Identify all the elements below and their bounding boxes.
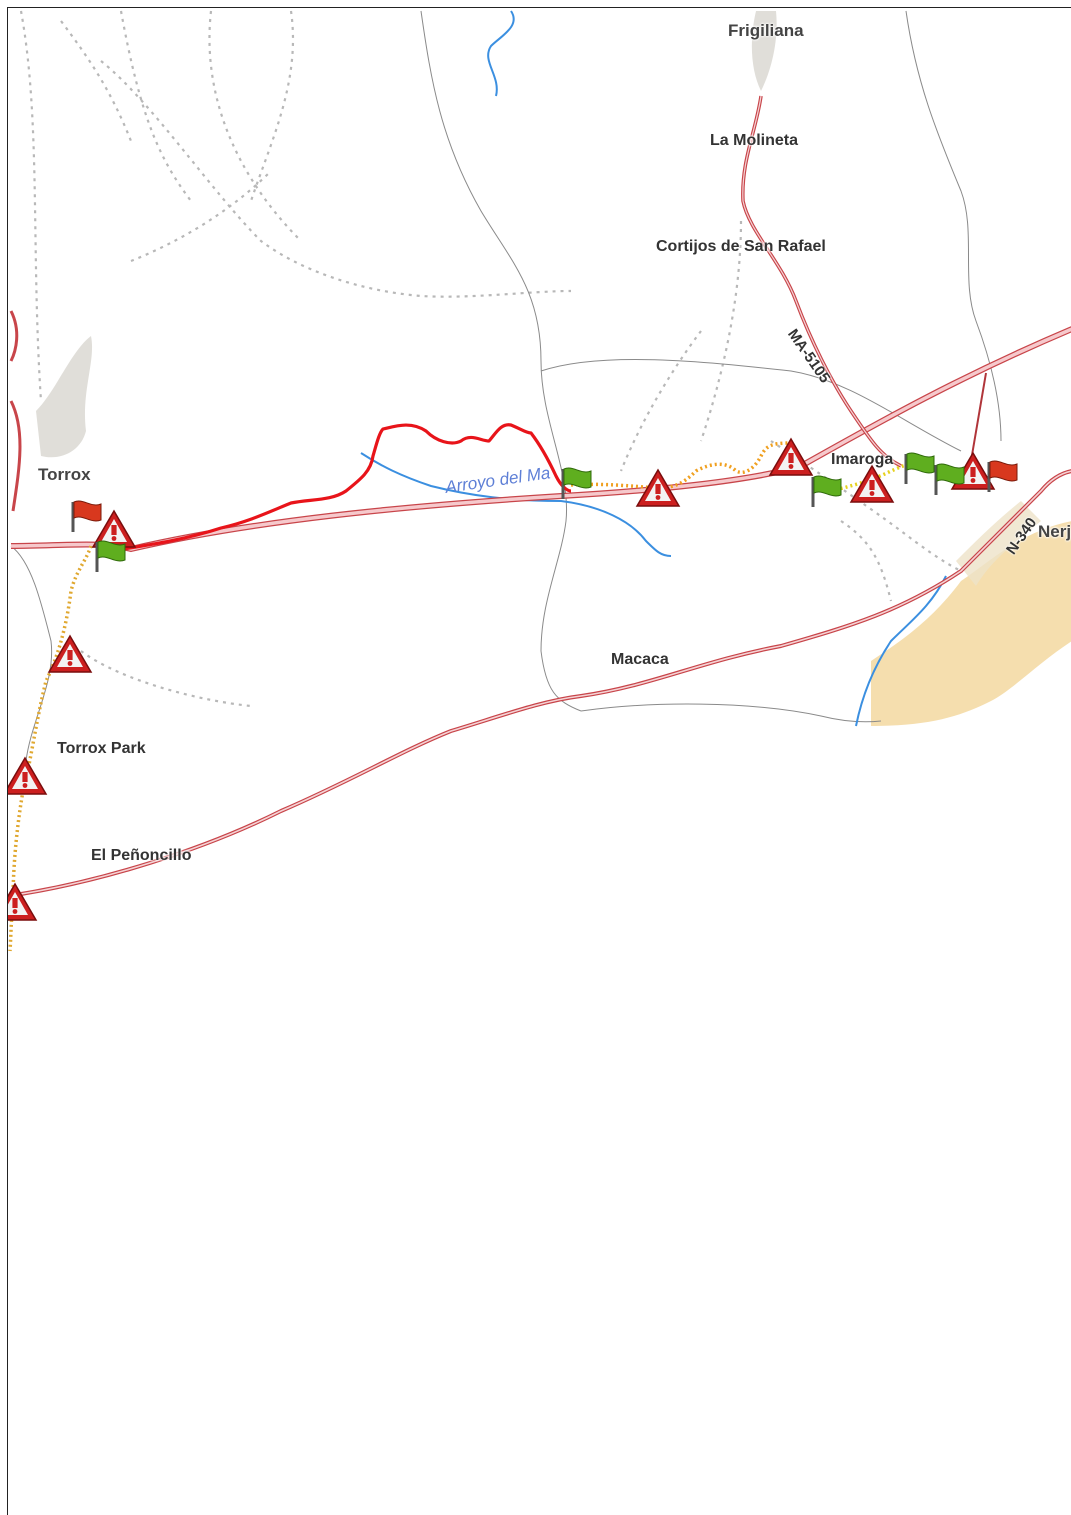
place-label-torrox-park[interactable]: Torrox Park [57, 740, 146, 757]
map-canvas[interactable] [8, 8, 1071, 1515]
boundaries [10, 10, 1002, 762]
route-orange-segment[interactable] [570, 441, 792, 490]
nerja-urban-area-2 [956, 501, 1041, 586]
torrox-urban-area [36, 336, 93, 458]
place-label-imaroga[interactable]: Imaroga [831, 451, 894, 468]
route-red-segment[interactable] [110, 423, 572, 553]
map-frame: Frigiliana La Molineta Cortijos de San R… [7, 7, 1071, 1515]
warning-triangle-icon[interactable] [8, 883, 37, 921]
nerja-urban-area [871, 521, 1071, 726]
green-flag-icon[interactable] [95, 540, 126, 573]
place-label-frigiliana[interactable]: Frigiliana [728, 21, 804, 40]
place-label-la-molineta[interactable]: La Molineta [710, 132, 799, 149]
red-flag-icon[interactable] [71, 500, 102, 533]
green-flag-icon[interactable] [934, 463, 965, 496]
green-flag-icon[interactable] [811, 475, 842, 508]
warning-triangle-icon[interactable] [850, 465, 894, 503]
warning-triangle-icon[interactable] [8, 757, 47, 795]
place-label-el-penoncillo[interactable]: El Peñoncillo [91, 847, 192, 864]
frigiliana-urban-area [751, 11, 777, 91]
place-label-nerja[interactable]: Nerj [1038, 522, 1071, 541]
rivers [360, 10, 947, 727]
place-label-cortijos-de-san-rafael[interactable]: Cortijos de San Rafael [656, 238, 826, 255]
tracks [19, 10, 962, 708]
place-label-macaca[interactable]: Macaca [611, 651, 669, 668]
place-label-torrox[interactable]: Torrox [38, 465, 91, 484]
green-flag-icon[interactable] [904, 452, 935, 485]
warning-triangle-icon[interactable] [48, 635, 92, 673]
roads [9, 95, 1071, 896]
